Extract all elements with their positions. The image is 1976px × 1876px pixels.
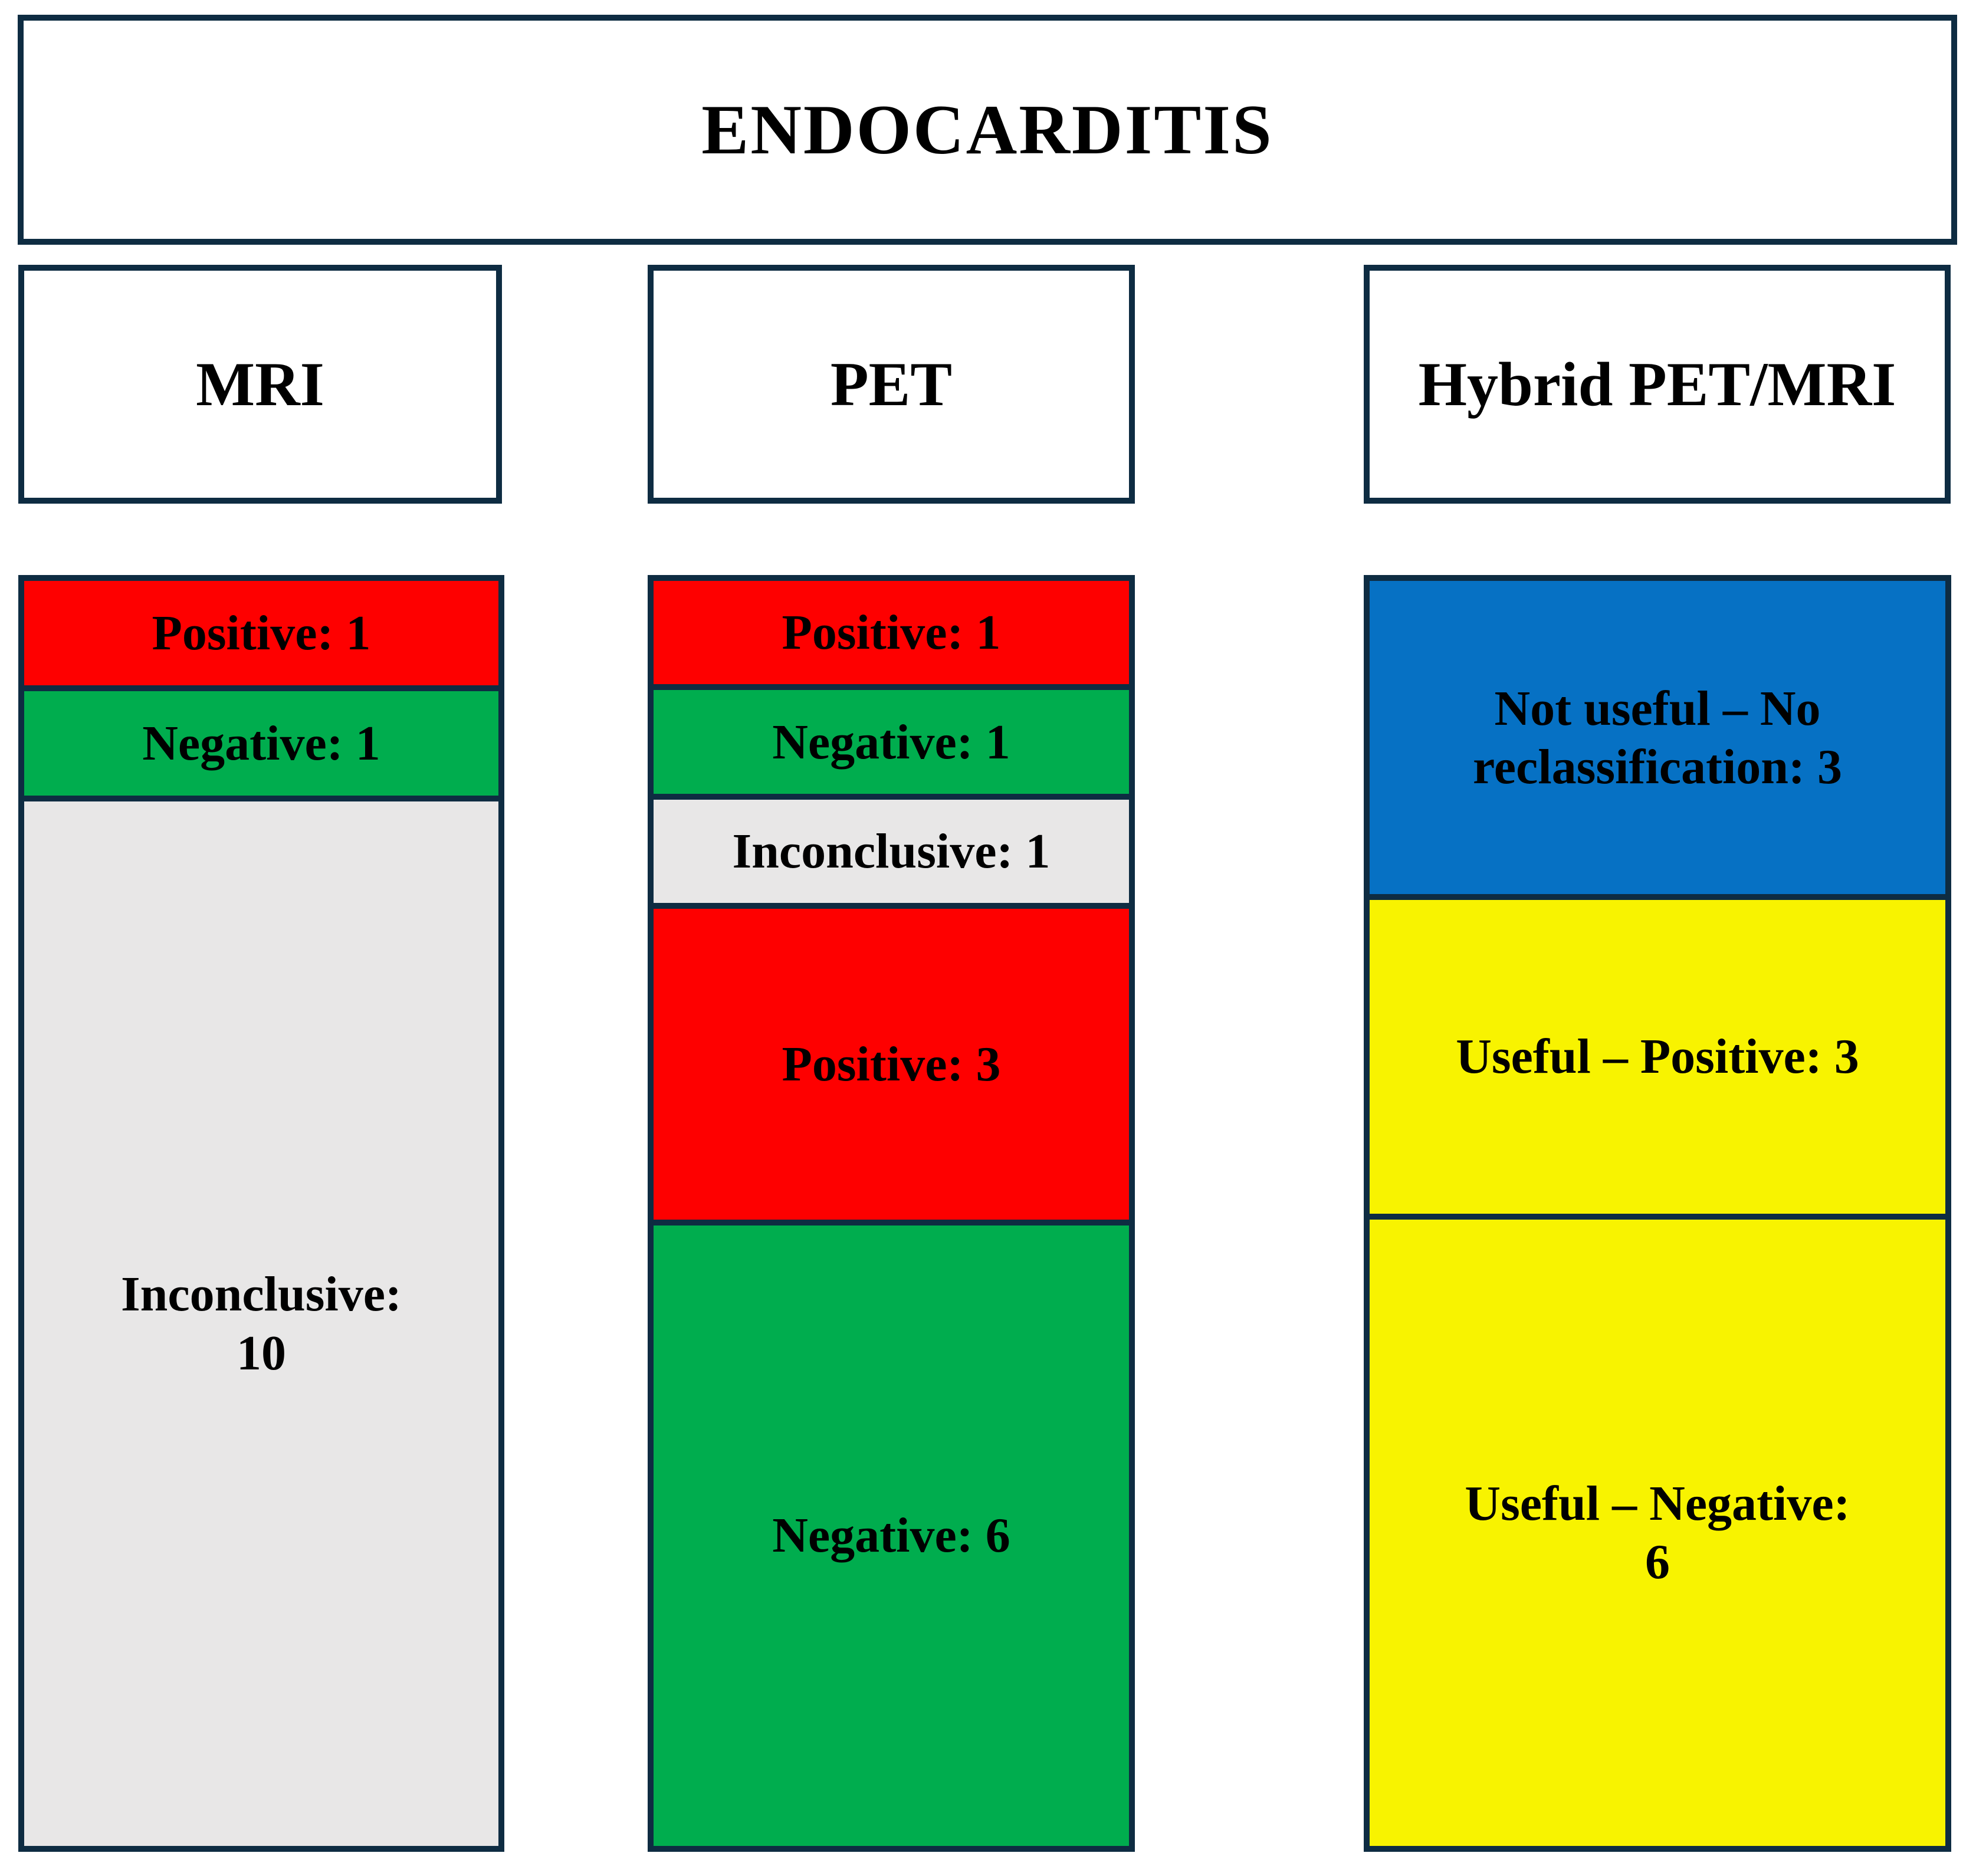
column-header-mri: MRI xyxy=(18,265,502,504)
mri-segment-inconclusive-label: Inconclusive: 10 xyxy=(120,1267,402,1381)
pet-segment-positive-3: Positive: 3 xyxy=(654,909,1129,1220)
hybrid-segment-useful-positive-label: Useful – Positive: 3 xyxy=(1456,1029,1859,1085)
pet-segment-negative-6: Negative: 6 xyxy=(654,1225,1129,1847)
hybrid-segment-useful-negative-label: Useful – Negative: 6 xyxy=(1465,1476,1850,1589)
pet-segment-positive-1-label: Positive: 1 xyxy=(782,605,1001,661)
pet-segment-positive-1: Positive: 1 xyxy=(654,581,1129,685)
mri-segment-positive: Positive: 1 xyxy=(24,581,498,686)
mri-segment-inconclusive: Inconclusive: 10 xyxy=(24,801,498,1846)
stacked-column-mri: Positive: 1 Negative: 1 Inconclusive: 10 xyxy=(18,575,504,1852)
title-box: ENDOCARDITIS xyxy=(18,15,1957,245)
mri-segment-positive-label: Positive: 1 xyxy=(152,605,371,661)
stacked-column-pet: Positive: 1 Negative: 1 Inconclusive: 1 … xyxy=(648,575,1135,1852)
mri-segment-negative-label: Negative: 1 xyxy=(142,716,380,771)
stacked-column-hybrid-pet-mri: Not useful – No reclassification: 3 Usef… xyxy=(1364,575,1951,1852)
column-header-hybrid-pet-mri-label: Hybrid PET/MRI xyxy=(1418,349,1896,419)
hybrid-segment-not-useful-label: Not useful – No reclassification: 3 xyxy=(1473,681,1842,794)
pet-segment-inconclusive: Inconclusive: 1 xyxy=(654,799,1129,903)
column-header-pet-label: PET xyxy=(830,349,953,419)
mri-segment-negative: Negative: 1 xyxy=(24,691,498,796)
page-title: ENDOCARDITIS xyxy=(701,90,1273,169)
column-header-hybrid-pet-mri: Hybrid PET/MRI xyxy=(1364,265,1951,504)
pet-segment-inconclusive-label: Inconclusive: 1 xyxy=(732,824,1051,879)
column-header-mri-label: MRI xyxy=(196,349,324,419)
hybrid-segment-useful-positive: Useful – Positive: 3 xyxy=(1370,900,1945,1214)
hybrid-segment-not-useful: Not useful – No reclassification: 3 xyxy=(1370,581,1945,895)
pet-segment-negative-1-label: Negative: 1 xyxy=(772,714,1010,770)
column-header-pet: PET xyxy=(648,265,1135,504)
pet-segment-positive-3-label: Positive: 3 xyxy=(782,1036,1001,1092)
pet-segment-negative-1: Negative: 1 xyxy=(654,690,1129,794)
hybrid-segment-useful-negative: Useful – Negative: 6 xyxy=(1370,1219,1945,1846)
pet-segment-negative-6-label: Negative: 6 xyxy=(772,1508,1010,1563)
